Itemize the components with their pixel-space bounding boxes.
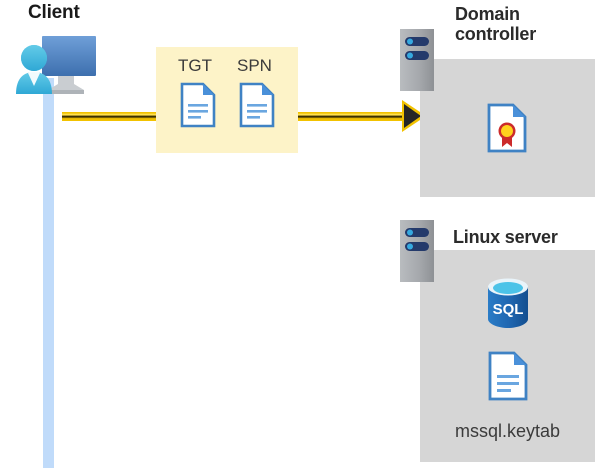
spn-label: SPN (237, 56, 272, 75)
keytab-document-icon (488, 351, 528, 401)
tgt-label: TGT (178, 56, 212, 75)
right-arrow-icon (404, 104, 421, 128)
domain-controller-title: Domain controller (455, 4, 537, 45)
tgt-document-icon (180, 82, 216, 128)
token-highlight-box (156, 47, 298, 153)
sql-database-icon: SQL (488, 278, 528, 328)
spn-document-icon (239, 82, 275, 128)
linux-server-rack-icon (400, 220, 434, 282)
client-lifeline (43, 78, 54, 468)
svg-text:SQL: SQL (493, 301, 524, 318)
linux-server-title: Linux server (453, 227, 558, 247)
client-workstation-icon (16, 36, 96, 94)
certificate-document-icon (487, 103, 527, 153)
keytab-filename-label: mssql.keytab (454, 421, 561, 441)
domain-controller-server-rack-icon (400, 29, 434, 91)
client-title: Client (28, 2, 80, 23)
